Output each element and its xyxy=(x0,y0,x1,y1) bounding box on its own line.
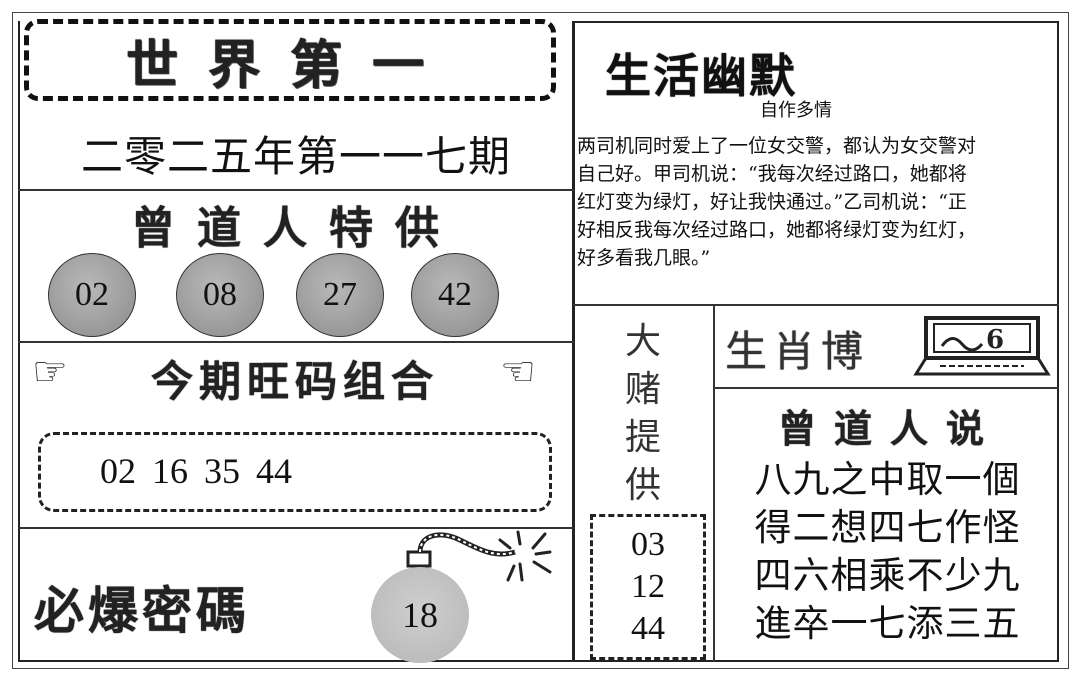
humor-line: 好多看我几眼。” xyxy=(577,247,711,269)
divider xyxy=(573,304,1059,306)
outer-frame xyxy=(12,12,1069,669)
poem-line: 八九之中取一個 xyxy=(754,458,1021,501)
divider xyxy=(18,189,574,191)
big-bet-number: 12 xyxy=(631,568,665,605)
pointing-hand-left-icon: ☜ xyxy=(500,349,536,395)
issue-number: 二零二五年第一一七期 xyxy=(80,131,511,181)
pointing-hand-right-icon: ☞ xyxy=(32,349,68,395)
humor-line: 两司机同时爱上了一位女交警，都认为女交警对 xyxy=(577,135,977,157)
big-bet-heading: 大 赌 提 供 xyxy=(575,318,711,510)
big-bet-number: 44 xyxy=(631,610,665,647)
humor-line: 红灯变为绿灯，好让我快通过。”乙司机说：“正 xyxy=(577,191,967,213)
big-bet-number: 03 xyxy=(631,526,665,563)
right-panel xyxy=(573,21,1059,662)
combo-number: 44 xyxy=(256,451,292,491)
humor-subtitle: 自作多情 xyxy=(760,100,832,121)
master-saying-heading: 曾道人说 xyxy=(777,406,1002,451)
hot-combo-heading: 今期旺码组合 xyxy=(150,356,439,406)
page-title: 世界第一 xyxy=(125,34,454,96)
combo-number: 02 xyxy=(100,451,136,491)
combo-number: 16 xyxy=(152,451,188,491)
svg-text:6: 6 xyxy=(986,325,1004,355)
poem-line: 進卒一七添三五 xyxy=(754,602,1021,645)
master-saying-poem: 八九之中取一個 得二想四七作怪 四六相乘不少九 進卒一七添三五 xyxy=(716,456,1059,648)
title-dashed-frame xyxy=(24,19,556,101)
big-bet-numbers: 03 12 44 xyxy=(590,514,706,660)
divider xyxy=(713,387,1059,389)
heading-char: 赌 xyxy=(624,369,661,410)
combo-numbers: 02 16 35 44 xyxy=(100,446,308,496)
zodiac-heading: 生肖博 xyxy=(725,327,870,376)
computer-icon: 6 xyxy=(913,316,1051,376)
poem-line: 四六相乘不少九 xyxy=(754,554,1021,597)
heading-char: 供 xyxy=(624,465,661,506)
number-ball: 27 xyxy=(296,253,384,337)
combo-dashed-frame xyxy=(38,432,552,512)
special-pick-heading: 曾道人特供 xyxy=(131,203,461,254)
humor-body: 两司机同时爱上了一位女交警，都认为女交警对 自己好。甲司机说：“我每次经过路口，… xyxy=(577,132,1055,272)
number-ball: 08 xyxy=(176,253,264,337)
divider xyxy=(18,341,574,343)
divider xyxy=(18,527,574,529)
humor-line: 自己好。甲司机说：“我每次经过路口，她都将 xyxy=(577,163,967,185)
heading-char: 提 xyxy=(624,417,661,458)
number-ball: 02 xyxy=(48,253,136,337)
divider xyxy=(713,304,715,662)
must-hit-number: 18 xyxy=(402,595,438,635)
heading-char: 大 xyxy=(624,321,661,362)
poem-line: 得二想四七作怪 xyxy=(754,506,1021,549)
humor-heading: 生活幽默 xyxy=(605,49,797,103)
must-hit-heading: 必爆密碼 xyxy=(34,581,250,640)
combo-number: 35 xyxy=(204,451,240,491)
humor-line: 好相反我每次经过路口，她都将绿灯变为红灯， xyxy=(577,219,977,241)
number-ball: 42 xyxy=(411,253,499,337)
bomb-fuse-icon xyxy=(406,530,552,582)
bomb-icon: 18 xyxy=(371,567,469,663)
